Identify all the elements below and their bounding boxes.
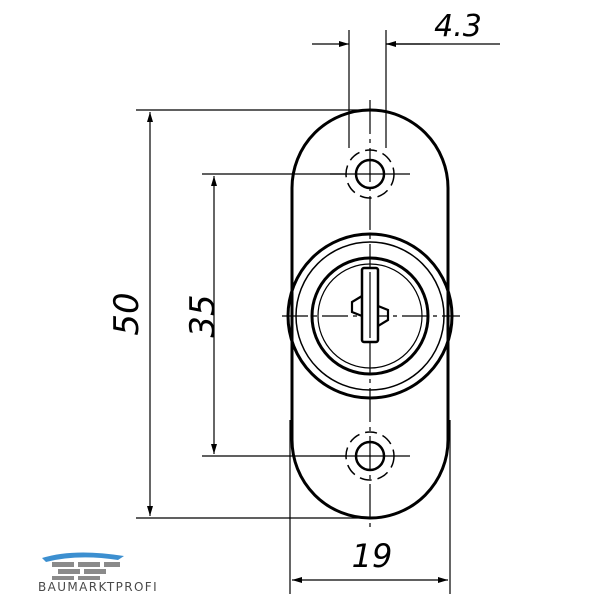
keyway [350, 266, 390, 344]
logo-text: BAUMARKTPROFI [38, 580, 159, 594]
dimension-hole-diameter: 4.3 [312, 9, 500, 148]
logo-roof-icon [42, 552, 124, 580]
hole-diameter-label: 4.3 [434, 9, 482, 44]
lock-cylinder [286, 232, 454, 400]
width-label: 19 [352, 537, 393, 575]
dimension-width: 19 [289, 420, 451, 594]
hole-spacing-label: 35 [183, 294, 223, 337]
dimension-total-height: 50 [107, 109, 370, 519]
total-height-label: 50 [107, 292, 147, 335]
dimension-hole-spacing: 35 [183, 173, 346, 457]
lock-body-outline [290, 108, 450, 520]
baumarktprofi-logo: BAUMARKTPROFI [38, 548, 168, 594]
